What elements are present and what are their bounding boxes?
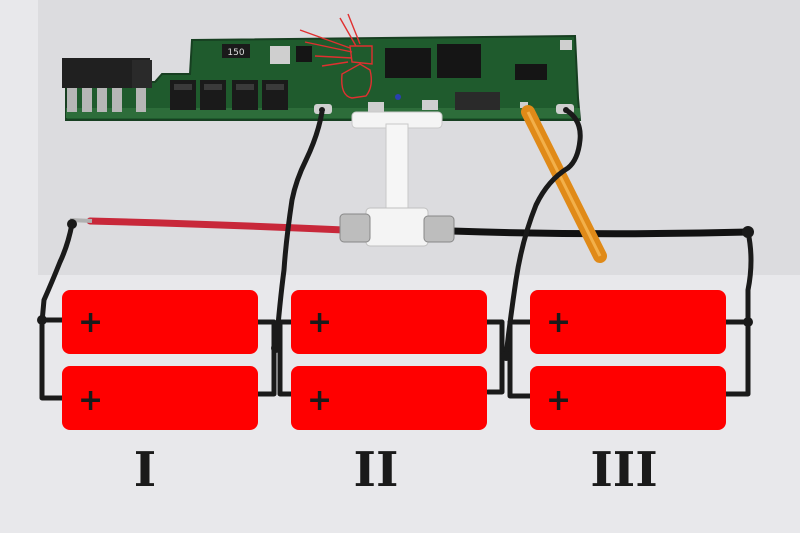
blue-dot — [395, 94, 401, 100]
battery-cell-3-2 — [530, 366, 726, 430]
group-label-1: I — [134, 442, 156, 498]
battery-plus-sign: + — [78, 305, 103, 340]
bus-group-i-left — [39, 317, 65, 401]
ic-chip-main — [385, 48, 431, 78]
battery-cell-3-1 — [530, 290, 726, 354]
battery-cell-2-2 — [291, 366, 487, 430]
battery-plus-sign: + — [78, 383, 103, 418]
battery-cell-2-1 — [291, 290, 487, 354]
battery-cell-1-1 — [62, 290, 258, 354]
red-annotation — [299, 13, 373, 99]
solder-pads — [270, 40, 574, 114]
battery-plus-sign: + — [546, 305, 571, 340]
ic-chip-second — [437, 44, 481, 78]
ic-chip-lower — [455, 92, 500, 110]
resistor-marking: 150 — [227, 48, 244, 58]
bus-group-iii-right — [723, 319, 751, 397]
flex-cable — [521, 105, 607, 263]
battery-pack: + + + + + + — [62, 290, 726, 430]
junction-dots — [37, 107, 754, 361]
smd-part — [296, 46, 312, 62]
battery-plus-sign: + — [307, 305, 332, 340]
wire-pcb-to-junction-2 — [503, 107, 583, 359]
battery-plus-sign: + — [307, 383, 332, 418]
battery-cell-1-2 — [62, 366, 258, 430]
battery-plus-sign: + — [546, 383, 571, 418]
group-label-2: II — [354, 442, 399, 498]
pin-header — [62, 58, 152, 112]
group-label-3: III — [590, 442, 657, 498]
shunt-resistor — [222, 44, 250, 58]
ic-chip-small — [515, 64, 547, 80]
connector-block — [339, 111, 455, 247]
wire-red-to-group-i — [39, 221, 75, 325]
black-wire — [448, 227, 752, 238]
red-wire — [86, 217, 348, 234]
mosfet-row — [170, 80, 288, 110]
bus-group-i-right — [255, 319, 277, 397]
wire-pcb-to-junction-1 — [273, 109, 325, 351]
